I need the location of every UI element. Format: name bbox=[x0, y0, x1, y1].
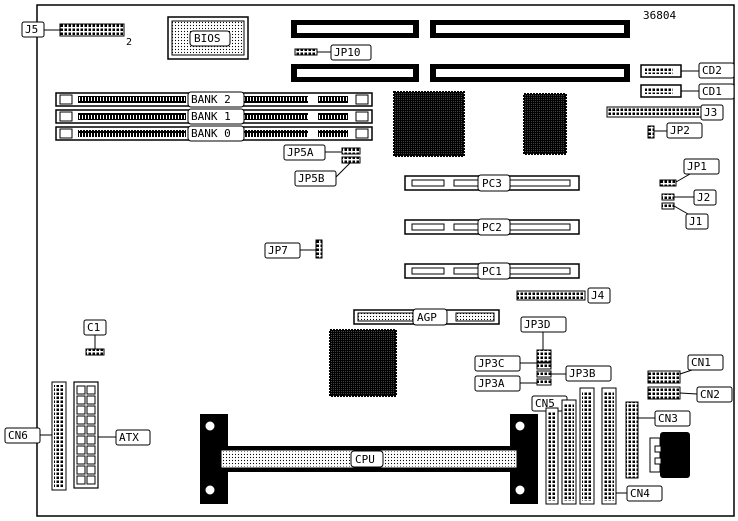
cd1-connector: CD1 bbox=[640, 83, 735, 100]
svg-text:JP5B: JP5B bbox=[298, 172, 325, 185]
svg-text:CN6: CN6 bbox=[8, 429, 28, 442]
jp3a-jumper: JP3A bbox=[474, 375, 552, 392]
board-outline bbox=[36, 4, 735, 517]
atx-pin bbox=[76, 475, 86, 485]
atx-pin bbox=[86, 445, 96, 455]
svg-text:CN3: CN3 bbox=[658, 412, 678, 425]
atx-pin bbox=[86, 425, 96, 435]
svg-text:JP5A: JP5A bbox=[287, 146, 314, 159]
jp5b-jumper: JP5B bbox=[294, 156, 361, 187]
svg-text:J2: J2 bbox=[697, 191, 710, 204]
atx-pin bbox=[86, 455, 96, 465]
atx-pin bbox=[76, 435, 86, 445]
svg-text:JP3A: JP3A bbox=[478, 377, 505, 390]
atx-pin bbox=[76, 395, 86, 405]
jp3d-jumper: JP3D bbox=[520, 316, 567, 363]
top-slots bbox=[291, 20, 630, 82]
svg-text:JP2: JP2 bbox=[670, 124, 690, 137]
memory-bank-2: BANK 2 bbox=[55, 91, 373, 108]
cn5-connector: CN5 bbox=[531, 387, 617, 505]
pci-slot-pc3: PC3 bbox=[404, 174, 580, 192]
svg-text:CD1: CD1 bbox=[702, 85, 722, 98]
svg-text:J4: J4 bbox=[591, 289, 605, 302]
svg-text:BANK 2: BANK 2 bbox=[191, 93, 231, 106]
jp1-jumper: JP1 bbox=[659, 158, 720, 187]
memory-bank-1: BANK 1 bbox=[55, 108, 373, 125]
svg-text:PC3: PC3 bbox=[482, 177, 502, 190]
atx-pin bbox=[76, 385, 86, 395]
svg-text:BIOS: BIOS bbox=[194, 32, 221, 45]
svg-text:C1: C1 bbox=[87, 321, 100, 334]
atx-pin bbox=[76, 415, 86, 425]
jp2-jumper: JP2 bbox=[647, 122, 703, 139]
svg-text:J3: J3 bbox=[704, 106, 717, 119]
svg-text:J5: J5 bbox=[25, 23, 38, 36]
svg-text:BANK 0: BANK 0 bbox=[191, 127, 231, 140]
atx-pin bbox=[76, 445, 86, 455]
jp7-jumper: JP7 bbox=[264, 239, 323, 259]
j3-header: J3 bbox=[606, 104, 724, 121]
svg-text:CD2: CD2 bbox=[702, 64, 722, 77]
svg-text:JP7: JP7 bbox=[268, 244, 288, 257]
cn3-connector: CN3 bbox=[625, 401, 691, 479]
svg-text:ATX: ATX bbox=[119, 431, 139, 444]
svg-text:2: 2 bbox=[126, 37, 132, 48]
atx-pin bbox=[86, 475, 96, 485]
atx-pin bbox=[76, 455, 86, 465]
svg-text:CN4: CN4 bbox=[630, 487, 650, 500]
jp10-jumper: JP10 bbox=[294, 44, 372, 61]
svg-text:BANK 1: BANK 1 bbox=[191, 110, 231, 123]
atx-pin bbox=[76, 465, 86, 475]
svg-text:AGP: AGP bbox=[417, 311, 437, 324]
svg-text:CN1: CN1 bbox=[691, 356, 711, 369]
svg-text:PC2: PC2 bbox=[482, 221, 502, 234]
svg-text:CPU: CPU bbox=[355, 453, 375, 466]
southbridge-chip bbox=[329, 329, 397, 397]
atx-pin bbox=[86, 405, 96, 415]
pci-slot-pc2: PC2 bbox=[404, 218, 580, 236]
j5-header: 2 J5 bbox=[21, 21, 132, 48]
jp3c-jumper: JP3C bbox=[474, 355, 552, 372]
cn2-connector: CN2 bbox=[647, 386, 733, 403]
atx-pin bbox=[86, 415, 96, 425]
cn6-connector: CN6 bbox=[4, 381, 67, 491]
cd2-connector: CD2 bbox=[640, 62, 735, 79]
atx-pin bbox=[86, 395, 96, 405]
memory-bank-0: BANK 0 bbox=[55, 125, 373, 142]
bios-chip: BIOS bbox=[167, 16, 249, 60]
back-panel-connector bbox=[649, 432, 690, 478]
svg-text:JP3D: JP3D bbox=[524, 318, 551, 331]
jp5a-jumper: JP5A bbox=[283, 144, 361, 161]
agp-slot: AGP bbox=[353, 308, 500, 326]
atx-pin bbox=[86, 435, 96, 445]
j1-jumper: J1 bbox=[661, 202, 709, 230]
atx-pin bbox=[86, 385, 96, 395]
j4-header: J4 bbox=[516, 287, 611, 304]
c1-jumper: C1 bbox=[83, 319, 107, 356]
atx-pin bbox=[76, 425, 86, 435]
cpu-slot: CPU bbox=[200, 414, 538, 504]
atx-pin bbox=[86, 465, 96, 475]
svg-text:JP10: JP10 bbox=[334, 46, 361, 59]
jp3b-jumper: JP3B bbox=[536, 365, 612, 382]
atx-pin bbox=[76, 405, 86, 415]
svg-text:JP3B: JP3B bbox=[569, 367, 596, 380]
svg-text:PC1: PC1 bbox=[482, 265, 502, 278]
cn4-connector: CN4 bbox=[616, 485, 663, 502]
board-id: 36804 bbox=[643, 9, 676, 22]
northbridge-chip bbox=[393, 91, 465, 157]
svg-text:CN5: CN5 bbox=[535, 397, 555, 410]
j2-jumper: J2 bbox=[661, 189, 717, 206]
chipset-chip bbox=[523, 93, 567, 155]
atx-power-connector: ATX bbox=[73, 381, 151, 489]
svg-text:J1: J1 bbox=[689, 215, 702, 228]
pci-slot-pc1: PC1 bbox=[404, 262, 580, 280]
svg-text:CN2: CN2 bbox=[700, 388, 720, 401]
svg-text:JP3C: JP3C bbox=[478, 357, 505, 370]
svg-text:JP1: JP1 bbox=[687, 160, 707, 173]
cn1-connector: CN1 bbox=[647, 354, 724, 384]
